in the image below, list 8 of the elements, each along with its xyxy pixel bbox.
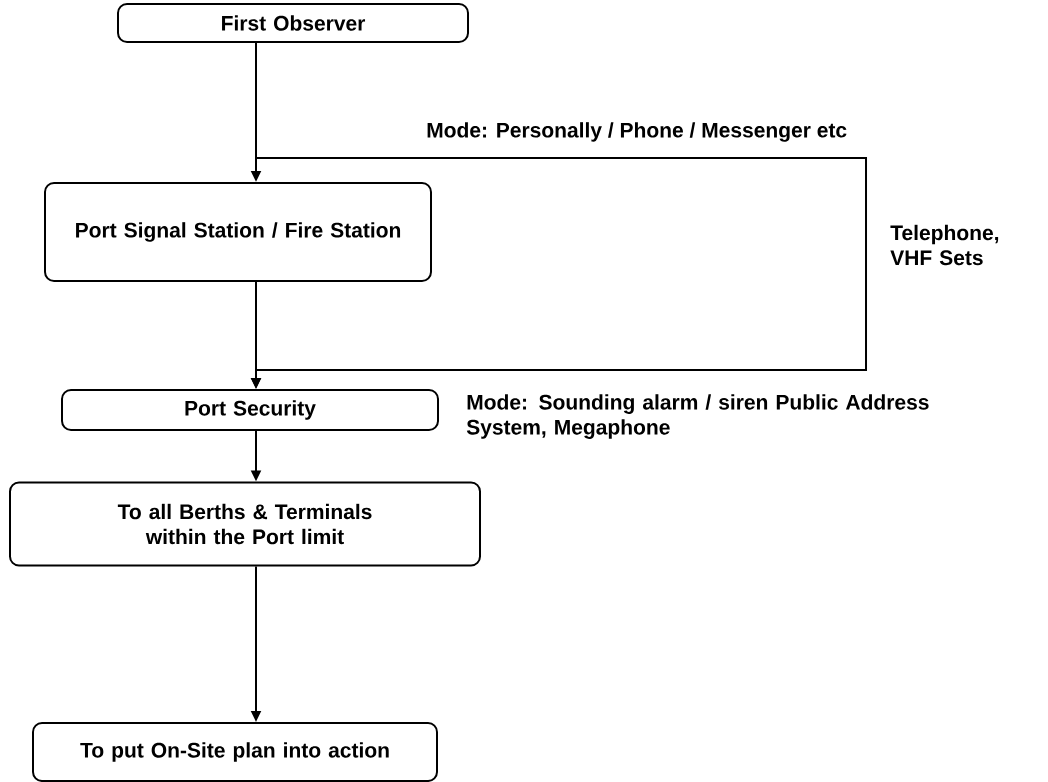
process-box: Port Signal Station / Fire Station (44, 182, 432, 282)
edge-label: Mode: Personally / Phone / Messenger etc (425, 121, 849, 143)
process-box: To all Berths & Terminals within the Port limit (9, 481, 481, 567)
annotation-text: Telephone, VHF Sets (890, 224, 999, 266)
process-box: To put On-Site plan into action (32, 722, 438, 782)
process-box: Port Security (61, 389, 439, 431)
process-box: First Observer (117, 3, 469, 43)
annotation-text: Mode: Sounding alarm / siren Public Address System, Megaphone (466, 394, 929, 439)
